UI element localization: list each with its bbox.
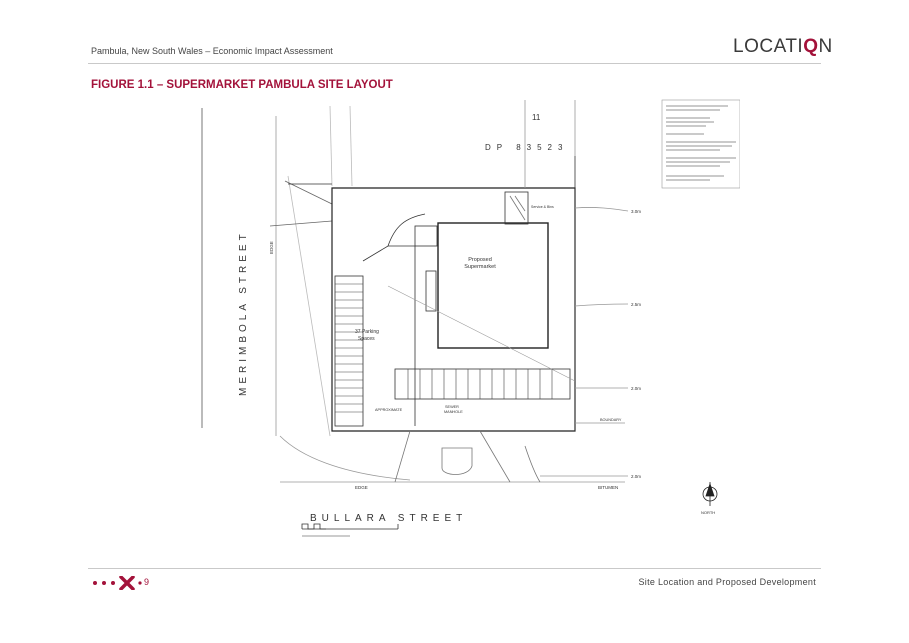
service-bins-area — [504, 191, 529, 225]
bitumen-label: BITUMEN — [598, 485, 618, 490]
boundary-label: BOUNDARY — [600, 418, 622, 422]
brand-dots-x-icon — [93, 576, 142, 590]
parking-label-1: 37 Parking — [355, 329, 379, 335]
logo-suffix: N — [818, 36, 833, 57]
sewer-label-2: MANHOLE — [444, 410, 463, 414]
logo-accent: Q — [803, 36, 819, 57]
header-divider — [88, 63, 821, 64]
building-label-2: Supermarket — [464, 264, 496, 270]
lot-number: 11 — [532, 113, 541, 122]
parking-west-row — [334, 275, 364, 427]
scale-bar — [301, 523, 399, 530]
sewer-label-1: SEWER — [445, 405, 459, 409]
contour-label-1: 3.0m — [631, 209, 641, 214]
parking-south-row — [394, 368, 571, 400]
document-header-title: Pambula, New South Wales – Economic Impa… — [91, 46, 333, 56]
north-arrow-icon — [702, 482, 718, 506]
contour-label-3: 2.0m — [631, 386, 641, 391]
contour-label-4: 2.0m — [631, 474, 641, 479]
plan-notes-block — [661, 99, 740, 189]
footer-section-title: Site Location and Proposed Development — [638, 577, 816, 587]
deposited-plan-label: DP 83523 — [485, 143, 568, 152]
corner-curve — [279, 435, 411, 481]
supermarket-footprint — [437, 222, 549, 349]
site-boundary — [331, 187, 576, 432]
site-layout-plan: MERIMBOLA STREET BULLARA STREET 11 DP 83… — [201, 99, 740, 537]
bullara-label: BULLARA STREET — [310, 513, 467, 524]
building-label-1: Proposed — [468, 257, 492, 263]
service-label: Service & Bins — [531, 205, 554, 209]
edge-label-west: EDGE — [269, 241, 274, 254]
contour-label-2: 2.5m — [631, 302, 641, 307]
north-label: NORTH — [701, 510, 715, 515]
location-iq-logo: LOCATIQN — [733, 36, 833, 58]
footer-divider — [88, 568, 821, 569]
parking-label-2: Spaces — [358, 336, 375, 342]
logo-prefix: LOCATI — [733, 36, 804, 57]
approx-label: APPROXIMATE — [375, 408, 403, 412]
figure-title: FIGURE 1.1 – SUPERMARKET PAMBULA SITE LA… — [91, 79, 393, 91]
page-number: 9 — [144, 577, 150, 587]
merimbola-street-label: MERIMBOLA STREET — [238, 230, 249, 396]
edge-label-south: EDGE — [355, 485, 368, 490]
